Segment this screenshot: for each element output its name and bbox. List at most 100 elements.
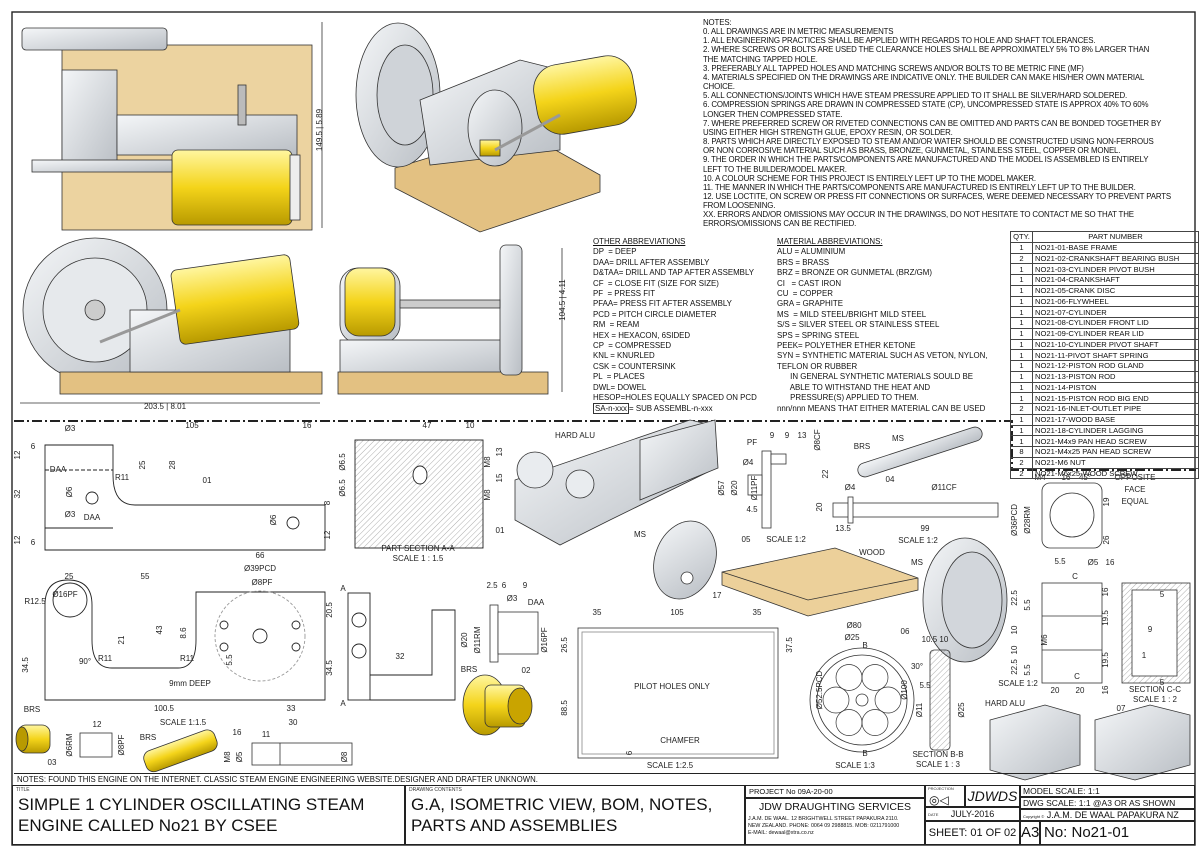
annotation-label: 10 xyxy=(1010,645,1019,654)
bom-part-number: NO21-M6 NUT xyxy=(1032,456,1199,469)
annotation-label: 99 xyxy=(921,524,930,533)
bom-qty: 1 xyxy=(1010,317,1033,329)
bom-qty: 1 xyxy=(1010,381,1033,394)
annotation-label: CHAMFER xyxy=(660,736,700,745)
date-value: JULY-2016 xyxy=(950,809,995,819)
annotation-label: 16 xyxy=(1106,558,1115,567)
title-line-2: ENGINE CALLED No21 BY CSEE xyxy=(18,816,278,835)
bom-qty: 1 xyxy=(1010,392,1033,404)
annotation-label: M8 xyxy=(483,456,492,468)
drawing-scale: DWG SCALE: 1:1 @A3 OR AS SHOWN xyxy=(1020,797,1195,809)
bom-part-header: PART NUMBER xyxy=(1032,231,1199,243)
bom-part-number: NO21-10-CYLINDER PIVOT SHAFT xyxy=(1032,338,1199,351)
abbreviation-item: D&TAA= DRILL AND TAP AFTER ASSEMBLY xyxy=(593,268,755,278)
annotation-label: 9 xyxy=(785,431,790,440)
annotation-label: R11 xyxy=(98,654,113,663)
bom-part-number: NO21-M6x25-WOOD SCREW xyxy=(1032,467,1199,480)
contents-line-2: PARTS AND ASSEMBLIES xyxy=(411,816,618,835)
annotation-label: 34.5 xyxy=(325,660,334,676)
annotation-label: 16 xyxy=(1101,587,1110,596)
material-item: BRZ = BRONZE OR GUNMETAL (BRZ/GM) xyxy=(777,268,932,278)
annotation-label: DAA xyxy=(84,513,101,522)
annotation-label: 06 xyxy=(901,627,910,636)
note-line: LEFT TO THE BUILDER/MODEL MAKER. xyxy=(703,164,847,174)
flywheel-spoke-hole xyxy=(861,664,889,691)
annotation-label: BRS xyxy=(461,665,477,674)
annotation-label: 35 xyxy=(593,608,602,617)
part-01-views xyxy=(44,439,484,701)
email: E-MAIL: dewaal@xtra.co.nz xyxy=(748,830,814,836)
sub-assembly-text: = SUB ASSEMBL-n-xxx xyxy=(629,403,713,413)
annotation-label: 19.5 xyxy=(1101,610,1110,626)
annotation-label: 01 xyxy=(203,476,212,485)
annotation-label: 05 xyxy=(742,535,751,544)
annotation-label: 01 xyxy=(496,526,505,535)
material-item: BRS = BRASS xyxy=(777,257,829,267)
annotation-label: 25 xyxy=(65,572,74,581)
contents-cell: DRAWING CONTENTS G.A, ISOMETRIC VIEW, BO… xyxy=(405,785,745,845)
annotation-label: 10.5 10 xyxy=(922,635,949,644)
bom-qty: 1 xyxy=(1010,284,1033,297)
annotation-label: 26 xyxy=(1102,535,1111,544)
abbreviation-item: DWL= DOWEL xyxy=(593,382,647,392)
note-line: 8. PARTS WHICH ARE DIRECTLY EXPOSED TO S… xyxy=(703,137,1154,147)
annotation-label: WOOD xyxy=(859,548,885,557)
annotation-label: SCALE 1:2 xyxy=(898,536,938,545)
material-item: GRA = GRAPHITE xyxy=(777,299,843,309)
annotation-label: C xyxy=(1074,672,1080,681)
annotation-label: Ø11PF xyxy=(750,476,759,501)
annotation-label: 47 xyxy=(423,421,432,430)
annotation-label: Ø52.5PCD xyxy=(815,670,824,709)
note-line: 2. WHERE SCREWS OR BOLTS ARE USED THE CL… xyxy=(703,45,1150,55)
copyright-value: J.A.M. DE WAAL PAPAKURA NZ xyxy=(1046,810,1179,820)
bom-part-number: NO21-06-FLYWHEEL xyxy=(1032,295,1199,308)
annotation-label: Ø3 xyxy=(507,594,518,603)
annotation-label: 30° xyxy=(911,662,923,671)
bom-qty: 1 xyxy=(1010,295,1033,308)
flywheel-spoke-hole xyxy=(822,686,850,714)
note-line: 10. A COLOUR SCHEME FOR THIS PROJECT IS … xyxy=(703,173,1036,183)
annotation-label: 20 xyxy=(815,502,824,511)
bom-qty: 2 xyxy=(1010,403,1033,415)
note-line: 11. THE MANNER IN WHICH THE PARTS/COMPON… xyxy=(703,182,1136,192)
note-line: FROM LOOSENING. xyxy=(703,201,776,211)
annotation-label: Ø16PF xyxy=(52,590,77,599)
company-name: JDW DRAUGHTING SERVICES xyxy=(758,801,912,813)
note-line: USING EITHER HIGH STRENGTH GLUE, EPOXY R… xyxy=(703,127,953,137)
annotation-label: PF xyxy=(747,438,757,447)
annotation-label: Ø11RM xyxy=(473,626,482,653)
annotation-label: 8.6 xyxy=(179,627,188,639)
annotation-label: Ø11CF xyxy=(931,483,956,492)
bom-qty: 1 xyxy=(1010,274,1033,286)
bom-part-number: NO21-15-PISTON ROD BIG END xyxy=(1032,392,1199,404)
note-line: 3. PREFERABLY ALL TAPPED HOLES AND MATCH… xyxy=(703,63,1084,73)
model-scale: MODEL SCALE: 1:1 xyxy=(1020,785,1195,797)
sub-assembly-box: SA-n-xxx xyxy=(593,402,630,414)
bom-part-number: NO21-13-PISTON ROD xyxy=(1032,370,1199,383)
annotation-label: 32 xyxy=(13,489,22,498)
copyright-cell: Copyright © J.A.M. DE WAAL PAPAKURA NZ xyxy=(1020,809,1195,821)
annotation-label: Ø8PF xyxy=(117,734,126,755)
annotation-label: 04 xyxy=(886,475,895,484)
sheet-size: A3 xyxy=(1020,821,1040,845)
annotation-label: Ø4 xyxy=(743,458,754,467)
bom-part-number: NO21-16-INLET-OUTLET PIPE xyxy=(1032,403,1199,415)
annotation-label: 13 xyxy=(495,447,504,456)
annotation-label: 32 xyxy=(396,652,405,661)
annotation-label: 28 xyxy=(168,460,177,469)
annotation-label: 22.5 xyxy=(1010,590,1019,606)
annotation-label: 88.5 xyxy=(560,700,569,716)
annotation-label: M6 xyxy=(1040,634,1049,646)
annotation-label: Ø57 xyxy=(717,480,726,496)
annotation-label: 07 xyxy=(1117,704,1126,713)
